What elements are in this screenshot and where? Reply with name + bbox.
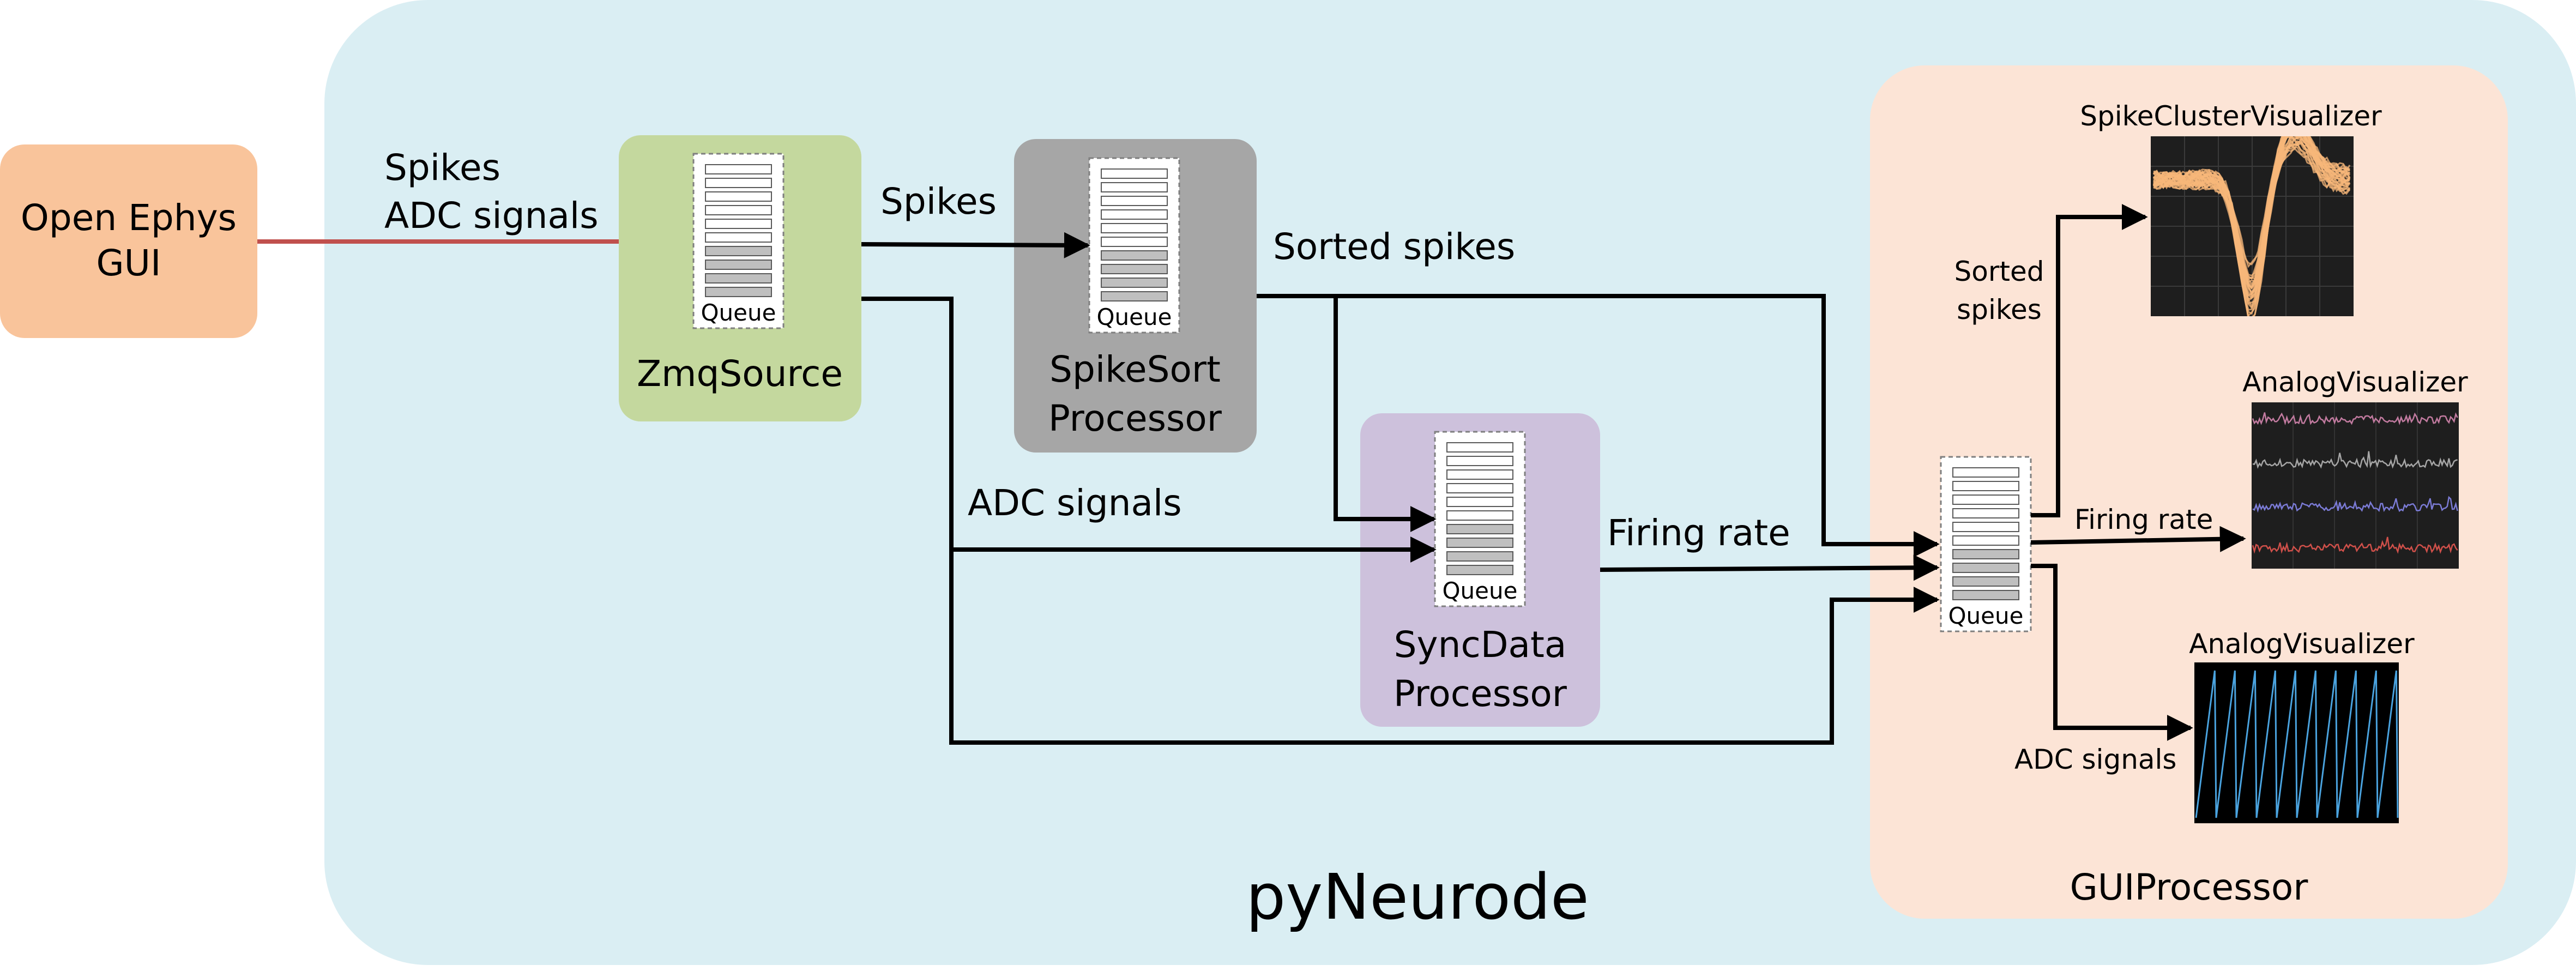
queue-label: Queue [1443,577,1518,604]
gui-processor-queue: Queue [1940,456,2032,632]
queue-slot [1101,291,1168,301]
edge-syncdata-to-gui [1600,554,1940,581]
analog-visualizer-2-plot [2194,662,2399,823]
queue-slot [1101,278,1168,288]
edge-label-sorted-spikes: Sorted spikes [1273,226,1515,268]
pyneurode-label: pyNeurode [1246,861,1589,934]
queue-slot [1101,196,1168,206]
queue-slot [705,232,772,243]
queue-slot [1952,535,2019,546]
queue-slot [1952,563,2019,573]
queue-slot [705,246,772,256]
queue-slot [1101,250,1168,261]
queue-label: Queue [701,299,776,326]
sync-data-label-line1: SyncData [1394,624,1567,666]
queue-slot [1952,549,2019,559]
queue-slot [1446,538,1513,548]
queue-slot [705,164,772,174]
gui-processor-label: GUIProcessor [2070,866,2309,908]
spike-sort-queue: Queue [1088,157,1180,334]
sync-data-queue: Queue [1434,431,1526,607]
queue-slot [1446,469,1513,480]
queue-slot [705,273,772,284]
queue-slot [1101,237,1168,247]
queue-slot [1101,168,1168,179]
open-ephys-gui-box [0,144,257,338]
edge-label-firing-rate: Firing rate [1607,512,1790,554]
input-label-adc-signals: ADC signals [384,195,599,237]
queue-slot [1952,522,2019,532]
queue-slot [1952,508,2019,518]
zmq-source-queue: Queue [692,153,785,329]
queue-slot [1446,456,1513,466]
edge-zmq-to-spikesort [861,232,1090,258]
edge-zmq-adc-trunk [861,297,1940,745]
queue-slot [1446,524,1513,534]
spike-cluster-visualizer-title: SpikeClusterVisualizer [2080,100,2382,132]
gui-label-spikes: spikes [1957,294,2042,325]
gui-label-sorted: Sorted [1954,256,2044,287]
edge-gui-to-analog1 [2030,526,2246,552]
edge-label-spikes: Spikes [880,180,997,222]
analog-visualizer-1-plot [2252,402,2459,569]
queue-slot [1446,565,1513,575]
queue-slot [1446,510,1513,521]
zmq-source-label: ZmqSource [637,353,843,395]
analog-visualizer-2-title: AnalogVisualizer [2189,628,2415,660]
gui-label-firing-rate: Firing rate [2074,504,2213,535]
spike-sort-label-line2: Processor [1048,397,1222,439]
queue-slot [1952,467,2019,478]
spike-sort-label-line1: SpikeSort [1049,348,1221,390]
queue-label: Queue [1097,304,1172,330]
connections [861,204,2246,745]
spike-cluster-plot [2151,136,2354,316]
sync-data-label-line2: Processor [1393,673,1567,715]
edge-gui-to-spikecluster [2031,204,2148,517]
edge-gui-to-analog2 [2031,564,2193,741]
queue-slot [705,191,772,202]
queue-slot [1446,442,1513,453]
open-ephys-label-line1: Open Ephys [21,197,237,239]
analog-visualizer-1-title: AnalogVisualizer [2242,366,2468,398]
edge-spikesort-to-gui [1257,294,1940,557]
queue-slot [1952,494,2019,505]
gui-label-adc-signals: ADC signals [2014,744,2176,775]
edge-sorted-to-syncdata [1334,296,1437,532]
queue-slot [705,260,772,270]
queue-slot [1101,182,1168,192]
queue-slot [1446,497,1513,507]
input-label-spikes: Spikes [384,147,500,189]
queue-slot [1952,590,2019,600]
queue-label: Queue [1948,602,2024,629]
queue-slot [705,178,772,188]
open-ephys-label-line2: GUI [96,242,161,284]
edge-label-adc-signals: ADC signals [968,482,1182,524]
queue-slot [705,205,772,215]
queue-slot [1952,481,2019,491]
queue-slot [705,219,772,229]
queue-slot [1101,223,1168,233]
queue-slot [1952,576,2019,587]
queue-slot [1101,264,1168,274]
queue-slot [1446,483,1513,493]
queue-slot [1446,551,1513,562]
queue-slot [1101,209,1168,220]
queue-slot [705,287,772,297]
